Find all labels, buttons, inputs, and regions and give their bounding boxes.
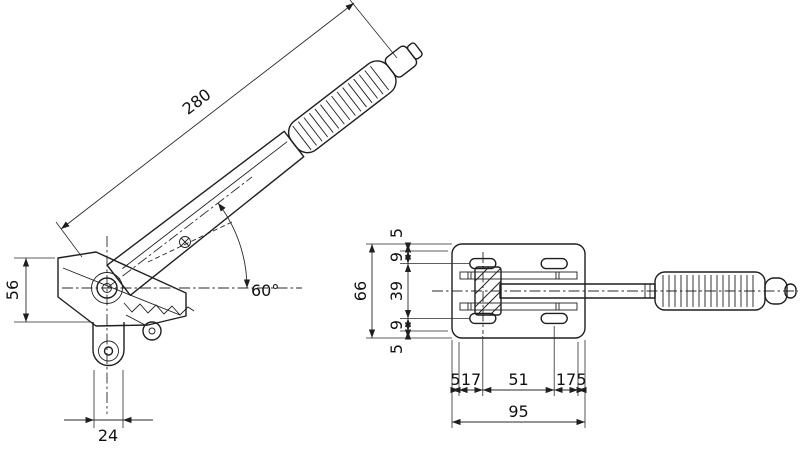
hub-hatching: [474, 266, 502, 316]
lower-bracket-round-end: [92, 349, 125, 367]
dim-label-h5-right: 5: [576, 370, 586, 389]
dimension-chain-vertical: 5 9 39 9 5: [366, 228, 470, 354]
pawl-rod-hidden-line: [147, 221, 233, 263]
grip-ribs: [662, 275, 754, 307]
shaft-step: [644, 284, 651, 298]
dim-label-h17-left: 17: [461, 370, 481, 389]
cable-lever-body: [142, 321, 162, 341]
mounting-plate: [451, 243, 586, 339]
cable-hole: [103, 346, 114, 356]
pawl-pivot-cross: [180, 237, 190, 247]
pivot-pin: [102, 283, 112, 293]
lever-arm-group: [106, 42, 423, 297]
dim-label-280: 280: [179, 85, 215, 119]
lever-arm-edge: [122, 141, 288, 269]
cable-boss: [98, 340, 119, 362]
dim-label-v5-bottom: 5: [387, 344, 406, 354]
bracket-top-view: 5 9 39 9 5 66 5 17 51 17: [351, 228, 798, 428]
clamp-strip-fasteners: [467, 272, 560, 310]
dimension-line: [60, 2, 355, 230]
extension-line: [55, 221, 83, 258]
ratchet-teeth: [123, 302, 195, 316]
pivot-hole: [96, 277, 118, 299]
centerline-lever-axis: [106, 176, 253, 289]
grip-end-tip: [784, 283, 797, 299]
release-button: [406, 42, 423, 60]
dim-label-v9-bottom: 9: [387, 320, 406, 330]
pawl-pivot-marker: [179, 236, 191, 248]
dimension-slot-width: 24: [64, 370, 153, 445]
mounting-slot-bottom-right: [540, 312, 568, 325]
dimension-lever-angle: 60°: [217, 202, 279, 300]
lower-bracket: [92, 322, 125, 367]
grip-ribs: [292, 65, 390, 151]
cable-lever: [125, 314, 162, 341]
mounting-bracket: [57, 251, 195, 327]
grip-end-cap: [764, 277, 788, 305]
extension-line: [349, 0, 398, 59]
cable-lever-pin: [148, 327, 156, 335]
bracket-body: [57, 251, 187, 327]
dimension-chain-horizontal: 5 17 51 17 5: [450, 326, 587, 428]
angle-arc: [217, 202, 251, 289]
dim-label-h17-right: 17: [556, 370, 576, 389]
clamp-strip-bottom: [459, 302, 578, 311]
dim-label-60deg: 60°: [251, 281, 279, 300]
mounting-slot-top-right: [540, 257, 568, 270]
dim-label-v5-top: 5: [387, 228, 406, 238]
dim-label-24: 24: [98, 426, 118, 445]
dim-label-v39: 39: [387, 281, 406, 301]
cable-lever-link: [125, 314, 146, 326]
dim-label-66: 66: [351, 281, 370, 301]
dimension-vertical-total: 66: [351, 244, 376, 338]
dim-label-h5-left: 5: [450, 370, 460, 389]
pawl-pivot-circle: [179, 236, 191, 248]
dim-label-h51: 51: [508, 370, 528, 389]
bracket-edge: [62, 267, 181, 316]
dim-label-v9-top: 9: [387, 252, 406, 262]
pivot-boss: [91, 272, 123, 304]
lever-grip: [287, 60, 397, 154]
clamp-strip-top: [459, 271, 578, 280]
dim-label-56: 56: [3, 280, 22, 300]
lever-side-view: 280 60° 56 24: [3, 0, 423, 445]
dimension-bracket-height: 56: [3, 257, 90, 323]
dimension-horizontal-total: 95: [452, 402, 585, 426]
dim-label-95: 95: [508, 402, 528, 421]
release-button-housing: [384, 45, 418, 78]
